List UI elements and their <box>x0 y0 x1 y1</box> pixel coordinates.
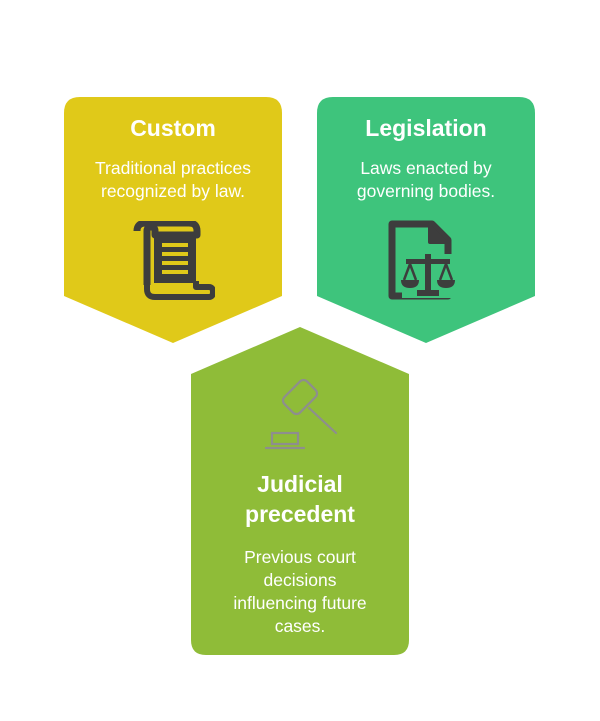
custom-description-line: Traditional practices <box>95 158 251 178</box>
legislation-card <box>317 97 535 343</box>
custom-description: Traditional practices recognized by law. <box>64 157 282 203</box>
legislation-title: Legislation <box>365 115 487 141</box>
judicial-precedent-card <box>191 327 409 655</box>
judicial-precedent-description-line: decisions <box>263 570 337 590</box>
custom-description-line: recognized by law. <box>101 181 245 201</box>
judicial-precedent-description-line: Previous court <box>244 547 356 567</box>
legislation-description-line: Laws enacted by <box>360 158 492 178</box>
judicial-precedent-description-line: influencing future <box>233 593 367 613</box>
custom-card <box>64 97 282 343</box>
legislation-description: Laws enacted by governing bodies. <box>317 157 535 203</box>
judicial-precedent-description-line: cases. <box>274 616 326 636</box>
legislation-description-line: governing bodies. <box>356 181 496 201</box>
judicial-precedent-title: Judicial precedent <box>191 469 409 529</box>
document-scales-icon <box>384 220 470 302</box>
judicial-precedent-title-line: Judicial <box>257 471 343 497</box>
scroll-icon <box>133 221 215 301</box>
gavel-icon <box>262 375 342 453</box>
judicial-precedent-title-line: precedent <box>245 501 355 527</box>
judicial-precedent-description: Previous court decisions influencing fut… <box>191 546 409 638</box>
custom-title: Custom <box>130 115 216 141</box>
